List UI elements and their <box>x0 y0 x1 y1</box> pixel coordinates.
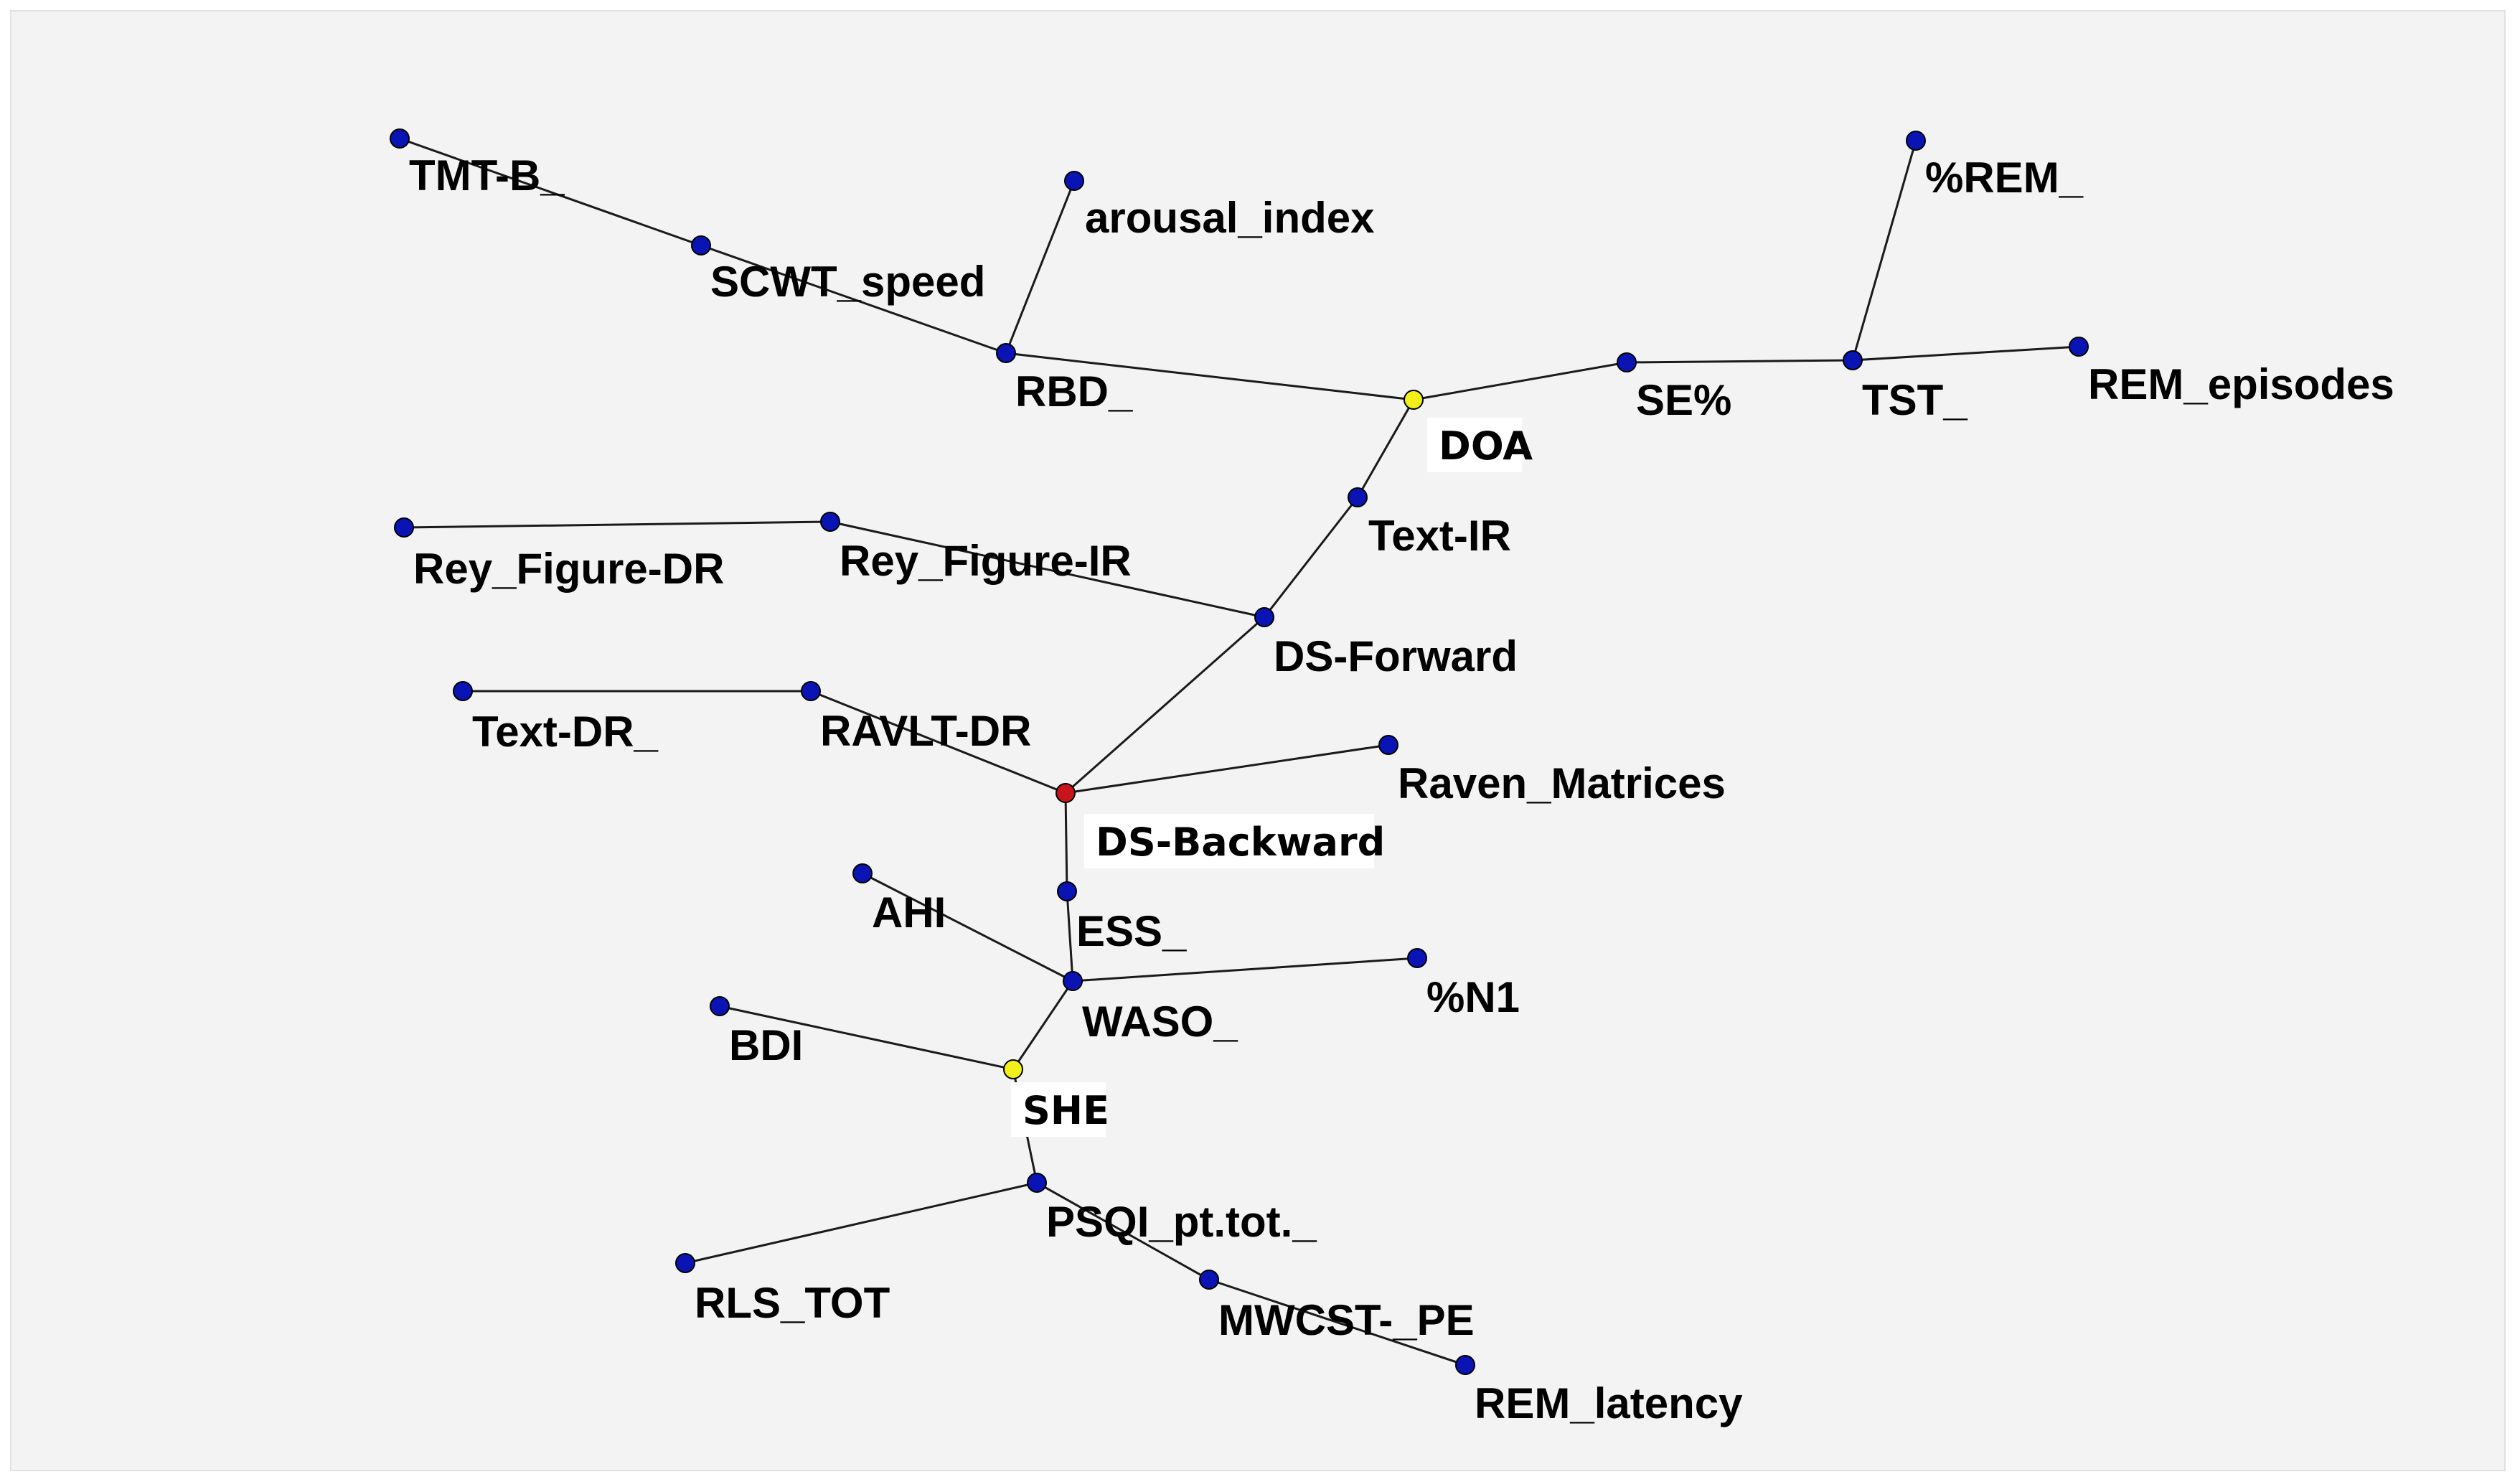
node-label-rbd: RBD_ <box>1015 367 1133 416</box>
node-ravlt-dr <box>801 681 821 701</box>
node-text-ir <box>1348 487 1368 507</box>
edge-se-tst <box>1626 359 1853 364</box>
nodes-layer <box>390 128 2089 1375</box>
edges-layer <box>399 137 2079 1366</box>
edge-ds-forward-ds-backward <box>1065 616 1265 794</box>
node-rem-episodes <box>2069 337 2089 357</box>
node-label-ds-forward: DS-Forward <box>1274 632 1518 680</box>
node-label-text-dr: Text-DR_ <box>472 708 659 756</box>
node-rey-figure-dr <box>394 517 414 538</box>
label-background-ds-backward <box>1084 814 1374 868</box>
edge-psqi-pt-tot-mwcst-pe <box>1036 1181 1210 1281</box>
diagram-frame <box>10 10 2506 1471</box>
node-tst <box>1843 350 1863 370</box>
edge-arousal-index-rbd <box>1005 180 1076 354</box>
edge-tmt-b-scwt-speed <box>399 137 702 247</box>
edge-doa-text-ir <box>1356 399 1415 498</box>
edge-ds-backward-raven-matrices <box>1065 744 1389 794</box>
node-label-arousal-index: arousal_index <box>1085 194 1375 242</box>
edge-ahi-waso <box>862 872 1073 982</box>
node-label-n1: %N1 <box>1426 973 1520 1021</box>
node-label-text-ir: Text-IR <box>1368 512 1511 560</box>
node-label-rem: %REM_ <box>1925 154 2084 202</box>
node-bdi <box>710 996 730 1016</box>
node-label-she: SHE <box>1022 1088 1109 1133</box>
node-label-rem-latency: REM_latency <box>1475 1379 1743 1427</box>
node-arousal-index <box>1064 171 1084 191</box>
node-rbd <box>996 343 1016 363</box>
edge-rey-figure-ir-ds-forward <box>829 520 1265 619</box>
node-label-ds-backward: DS-Backward <box>1096 820 1385 865</box>
node-label-ess: ESS_ <box>1076 907 1187 955</box>
edge-doa-se <box>1413 361 1627 401</box>
node-mwcst-pe <box>1199 1270 1219 1290</box>
node-label-raven-matrices: Raven_Matrices <box>1398 759 1726 807</box>
edge-rbd-doa <box>1005 352 1414 401</box>
edge-tst-rem-episodes <box>1852 345 2079 362</box>
node-label-scwt-speed: SCWT_speed <box>710 258 985 306</box>
node-rls-tot <box>675 1253 695 1273</box>
node-label-rey-figure-ir: Rey_Figure-IR <box>840 537 1132 585</box>
edge-psqi-pt-tot-rls-tot <box>685 1181 1038 1265</box>
node-raven-matrices <box>1378 735 1398 755</box>
node-doa <box>1404 390 1424 410</box>
node-waso <box>1063 971 1083 991</box>
node-label-waso: WASO_ <box>1082 998 1238 1046</box>
label-background-doa <box>1427 418 1522 472</box>
edge-mwcst-pe-rem-latency <box>1208 1278 1466 1366</box>
node-se <box>1617 352 1637 372</box>
node-ess <box>1057 881 1077 901</box>
edge-bdi-she <box>719 1005 1014 1071</box>
edge-waso-she <box>1012 980 1074 1070</box>
edge-scwt-speed-rbd <box>700 244 1007 355</box>
node-label-se: SE% <box>1636 376 1731 424</box>
label-background-she <box>1011 1082 1106 1137</box>
edge-text-ir-ds-forward <box>1263 497 1359 618</box>
node-label-mwcst-pe: MWCST-_PE <box>1218 1296 1475 1344</box>
edge-tst-rem <box>1851 140 1917 361</box>
node-n1 <box>1407 948 1427 968</box>
node-ds-backward <box>1056 783 1076 803</box>
node-label-psqi-pt-tot: PSQI_pt.tot._ <box>1046 1198 1317 1246</box>
node-rem <box>1906 131 1926 151</box>
node-rey-figure-ir <box>820 512 840 532</box>
node-ds-forward <box>1254 607 1274 627</box>
node-label-bdi: BDI <box>729 1021 803 1069</box>
node-label-rey-figure-dr: Rey_Figure-DR <box>413 545 724 593</box>
node-label-doa: DOA <box>1439 423 1533 469</box>
node-label-rem-episodes: REM_episodes <box>2088 360 2394 408</box>
node-label-tmt-b: TMT-B_ <box>409 151 565 200</box>
node-scwt-speed <box>691 235 711 255</box>
node-label-ahi: AHI <box>872 888 946 937</box>
edge-ess-waso <box>1066 891 1074 982</box>
node-label-ravlt-dr: RAVLT-DR <box>820 707 1031 755</box>
node-psqi-pt-tot <box>1027 1173 1047 1193</box>
edge-rey-figure-dr-rey-figure-ir <box>403 520 831 529</box>
edge-ravlt-dr-ds-backward <box>810 690 1066 794</box>
node-tmt-b <box>390 128 410 149</box>
node-label-rls-tot: RLS_TOT <box>695 1279 890 1327</box>
edge-ds-backward-ess <box>1064 792 1068 892</box>
node-rem-latency <box>1455 1355 1475 1375</box>
node-ahi <box>852 863 873 883</box>
node-she <box>1003 1059 1023 1079</box>
edge-waso-n1 <box>1072 957 1418 982</box>
node-label-tst: TST_ <box>1862 376 1967 424</box>
node-text-dr <box>453 681 473 701</box>
